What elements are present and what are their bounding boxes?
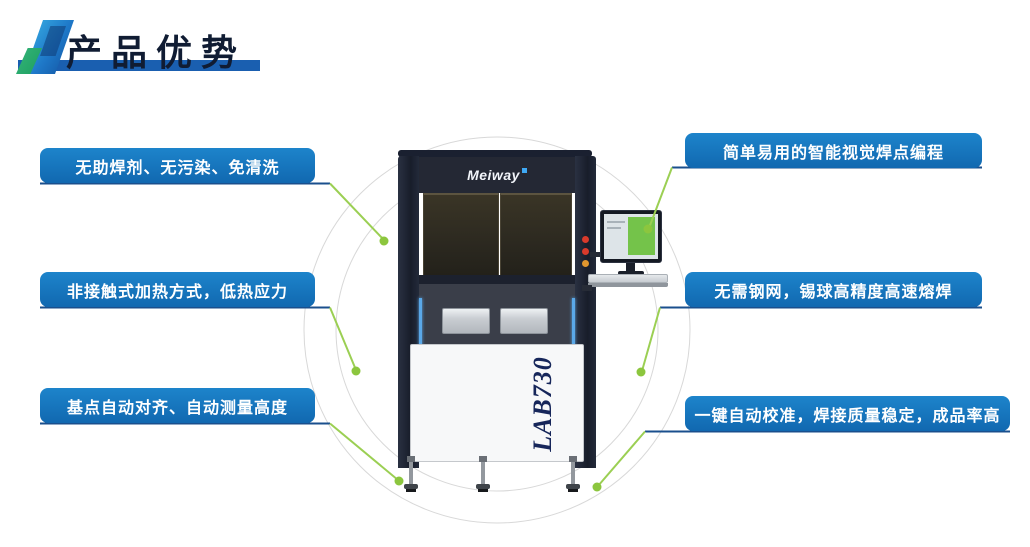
machine-foot-center <box>474 456 492 492</box>
title-underline-bar <box>18 60 260 71</box>
machine-foot-left <box>402 456 420 492</box>
led-strip-right <box>572 298 575 346</box>
feature-banner-auto-align: 基点自动对齐、自动测量高度 <box>40 388 315 423</box>
operator-console <box>582 205 674 300</box>
machine-mid-beam <box>419 275 575 284</box>
chamber-window-left <box>423 193 499 275</box>
screen-text-line <box>607 227 621 229</box>
work-tray-right <box>500 308 548 334</box>
led-strip-left <box>419 298 422 346</box>
feature-banner-no-flux: 无助焊剂、无污染、免清洗 <box>40 148 315 183</box>
keyboard-tray-edge <box>588 283 668 287</box>
machine-header: Meiway <box>419 157 575 193</box>
screen-vision-pane <box>628 217 655 255</box>
feature-banner-no-stencil: 无需钢网，锡球高精度高速熔焊 <box>685 272 982 307</box>
keyboard-tray <box>588 274 668 283</box>
feature-banner-non-contact-heating: 非接触式加热方式，低热应力 <box>40 272 315 307</box>
company-logo-icon <box>14 20 76 74</box>
machine-foot-right <box>564 456 582 492</box>
model-label: LAB730 <box>528 356 558 452</box>
screen-text-line <box>607 221 625 223</box>
feature-banner-vision-programming: 简单易用的智能视觉焊点编程 <box>685 133 982 168</box>
chamber-window-right <box>500 193 572 275</box>
page-header: 产品优势 <box>14 18 314 80</box>
feature-banner-auto-calibration: 一键自动校准，焊接质量稳定，成品率高 <box>685 396 1010 431</box>
machine-top-cap <box>398 150 592 157</box>
page-title: 产品优势 <box>66 32 247 73</box>
brand-mark-icon <box>521 167 527 173</box>
machine-illustration: Meiway LAB730 <box>396 148 601 498</box>
brand-logo: Meiway <box>467 167 520 183</box>
work-tray-left <box>442 308 490 334</box>
keyboard-tray-arm <box>582 285 592 291</box>
